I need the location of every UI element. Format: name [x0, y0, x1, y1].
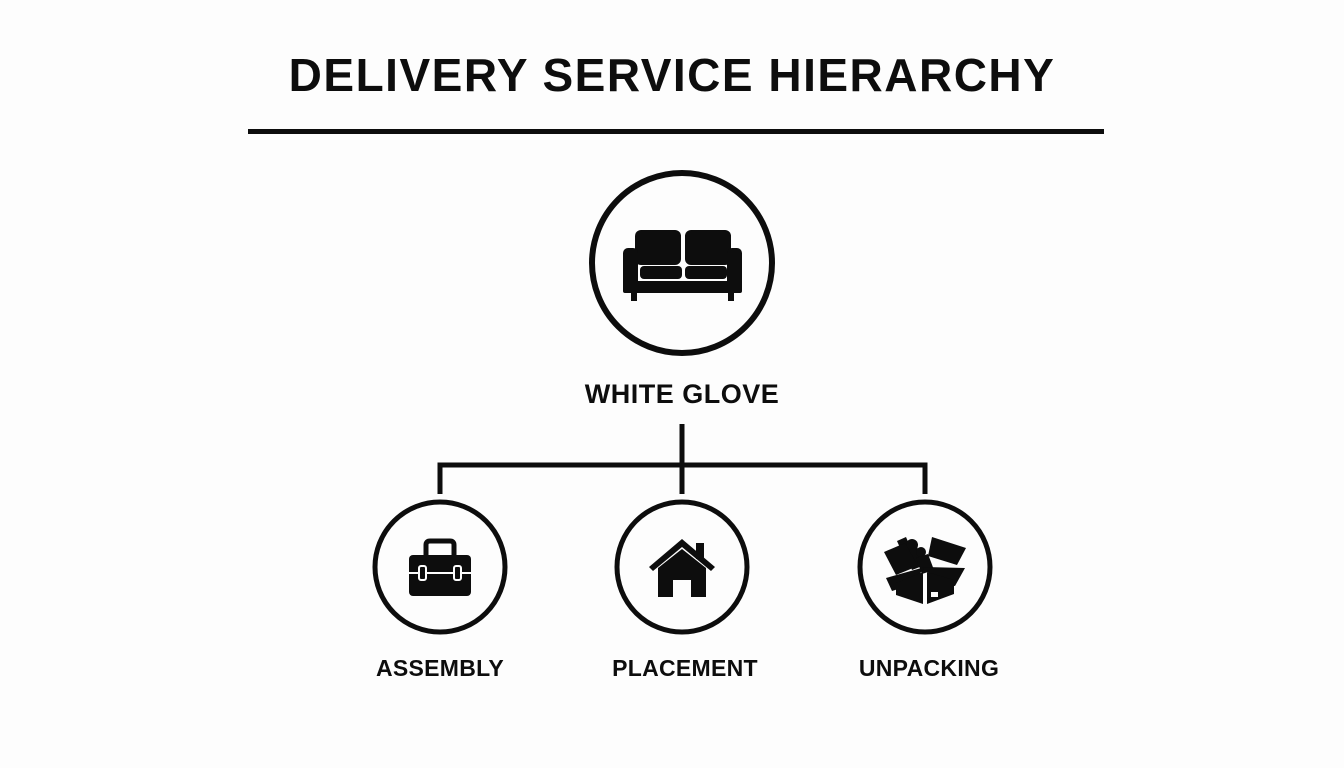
assembly-node-circle — [372, 499, 508, 635]
tree-connectors — [437, 424, 928, 494]
branch-connector — [437, 462, 928, 494]
house-icon — [649, 539, 715, 597]
sofa-icon — [623, 230, 742, 301]
child-node-placement — [614, 499, 750, 635]
open-box-icon — [884, 537, 966, 604]
unpacking-node-circle — [857, 499, 993, 635]
placement-label: PLACEMENT — [612, 655, 758, 681]
child-node-assembly — [372, 499, 508, 635]
toolbox-icon — [409, 538, 471, 596]
assembly-label: ASSEMBLY — [375, 655, 505, 681]
root-node-label: WHITE GLOVE — [584, 379, 780, 409]
root-node-circle — [589, 170, 775, 356]
root-node — [589, 170, 775, 356]
unpacking-label: UNPACKING — [858, 655, 1000, 681]
child-node-unpacking — [857, 499, 993, 635]
title-divider — [248, 129, 1104, 134]
placement-node-circle — [614, 499, 750, 635]
diagram-title: DELIVERY SERVICE HIERARCHY — [288, 49, 1056, 101]
